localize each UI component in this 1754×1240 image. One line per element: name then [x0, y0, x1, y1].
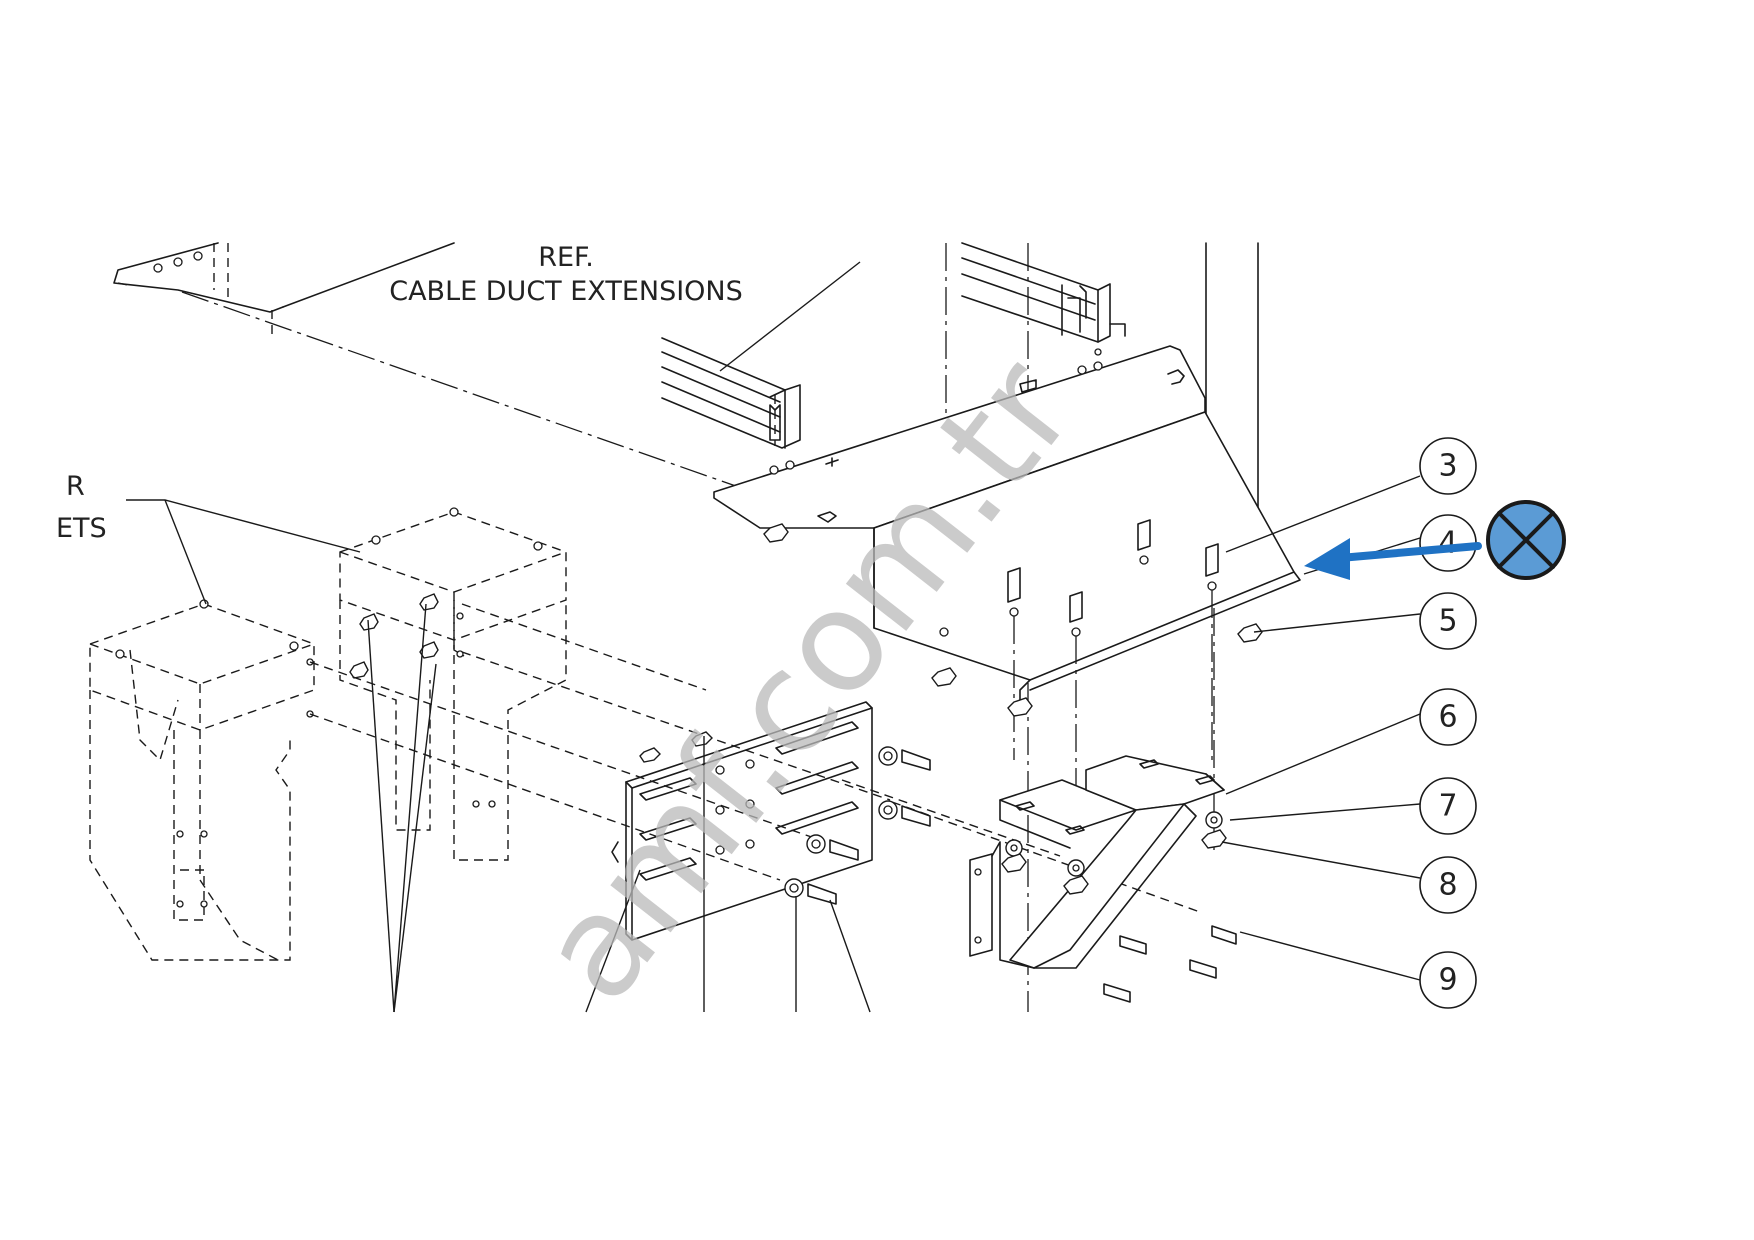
support-leg-right — [306, 507, 567, 861]
duct-adapter-plate — [713, 345, 1301, 701]
support-leg-left — [89, 599, 315, 961]
svg-text:5: 5 — [1438, 604, 1457, 639]
balloon-item-6: 6 — [1419, 688, 1477, 746]
ref-label-line2: CABLE DUCT EXTENSIONS — [389, 276, 743, 307]
highlight-annotation[interactable] — [1304, 500, 1566, 580]
crossed-circle-icon[interactable] — [1486, 500, 1566, 580]
svg-text:8: 8 — [1438, 868, 1457, 903]
balloon-item-9: 9 — [1419, 951, 1477, 1009]
watermark: amf.com.tr — [508, 330, 1106, 1031]
svg-text:3: 3 — [1438, 449, 1457, 484]
balloon-item-5: 5 — [1419, 592, 1477, 650]
cut-off-label-bottom: ETS — [56, 513, 107, 544]
cut-off-label-top: R — [66, 471, 85, 502]
balloon-item-8: 8 — [1419, 856, 1477, 914]
bottom-leaders — [367, 603, 871, 1013]
svg-text:9: 9 — [1438, 963, 1457, 998]
item-balloons: 3 4 5 6 7 8 9 — [1221, 437, 1477, 1009]
ref-label-line1: REF. — [538, 242, 594, 273]
washers-nuts-bracket — [1001, 811, 1237, 1003]
cut-off-label: R ETS — [56, 471, 361, 605]
nuts-under-plate — [763, 523, 1263, 717]
arrow-head — [1304, 538, 1350, 580]
cable-duct-extension-left — [113, 242, 455, 336]
balloon-item-7: 7 — [1419, 777, 1477, 835]
bolts-slotted-plate — [639, 731, 931, 905]
svg-text:6: 6 — [1438, 700, 1457, 735]
reference-label: REF. CABLE DUCT EXTENSIONS — [389, 242, 861, 372]
cable-duct-segment-middle — [661, 337, 801, 449]
svg-text:7: 7 — [1438, 789, 1457, 824]
svg-text:4: 4 — [1438, 526, 1457, 561]
lower-mount-bracket — [969, 755, 1225, 969]
slotted-adapter-plate — [611, 701, 873, 941]
balloon-item-3: 3 — [1419, 437, 1477, 495]
cable-duct-segment-right — [961, 242, 1126, 343]
bolts-item-3 — [1007, 519, 1219, 820]
arrow-left-icon — [1336, 542, 1482, 562]
